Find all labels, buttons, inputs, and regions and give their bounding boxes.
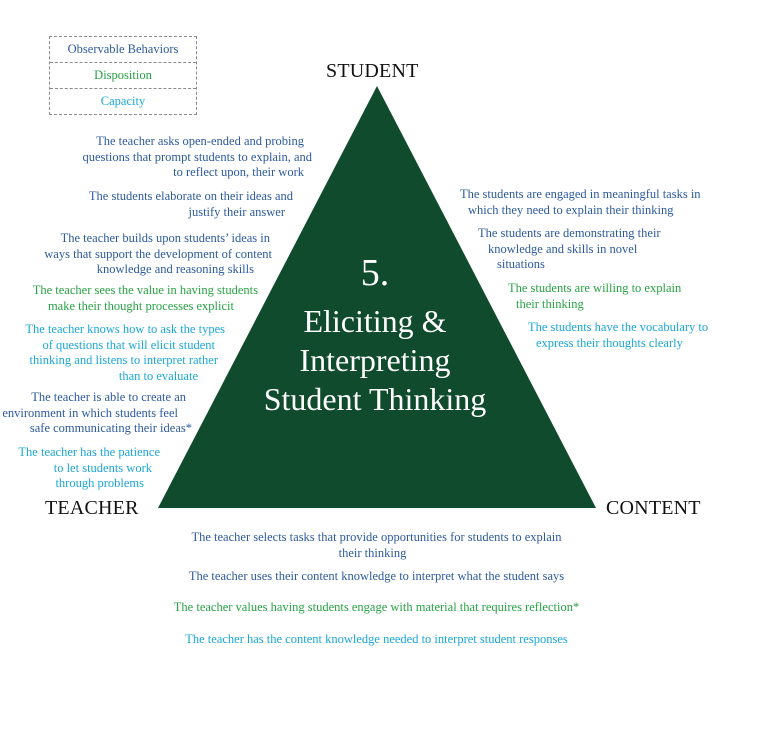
left-item-1: The teacher asks open-ended and probing … xyxy=(82,134,313,179)
corner-label-student: STUDENT xyxy=(326,60,419,82)
triangle-title-line-1: Eliciting & xyxy=(303,303,447,339)
triangle-number: 5. xyxy=(360,252,390,294)
bottom-item-4: The teacher has the content knowledge ne… xyxy=(185,632,568,646)
corner-label-content: CONTENT xyxy=(606,497,701,519)
legend: Observable Behaviors Disposition Capacit… xyxy=(49,36,197,115)
left-item-6: The teacher is able to create an environ… xyxy=(2,390,192,435)
left-item-4: The teacher sees the value in having stu… xyxy=(32,283,258,313)
left-item-5: The teacher knows how to ask the types o… xyxy=(25,322,225,383)
right-item-4: The students have the vocabulary to expr… xyxy=(528,320,709,350)
left-item-2: The students elaborate on their ideas an… xyxy=(88,189,293,219)
legend-capacity: Capacity xyxy=(50,88,196,114)
right-item-3: The students are willing to explain thei… xyxy=(508,281,682,311)
bottom-item-3: The teacher values having students engag… xyxy=(173,600,580,614)
bottom-item-2: The teacher uses their content knowledge… xyxy=(188,569,565,583)
left-item-7: The teacher has the patience to let stud… xyxy=(18,445,160,490)
green-triangle xyxy=(158,86,596,508)
legend-disposition: Disposition xyxy=(50,62,196,88)
corner-label-teacher: TEACHER xyxy=(45,497,139,519)
left-item-3: The teacher builds upon students’ ideas … xyxy=(44,231,272,276)
legend-observable-behaviors: Observable Behaviors xyxy=(67,42,179,56)
right-item-2: The students are demonstrating their kno… xyxy=(478,226,661,271)
bottom-item-1: The teacher selects tasks that provide o… xyxy=(191,530,562,560)
right-item-1: The students are engaged in meaningful t… xyxy=(460,187,701,217)
triangle-title-line-3: Student Thinking xyxy=(263,381,487,417)
triangle-title-line-2: Interpreting xyxy=(299,342,451,378)
